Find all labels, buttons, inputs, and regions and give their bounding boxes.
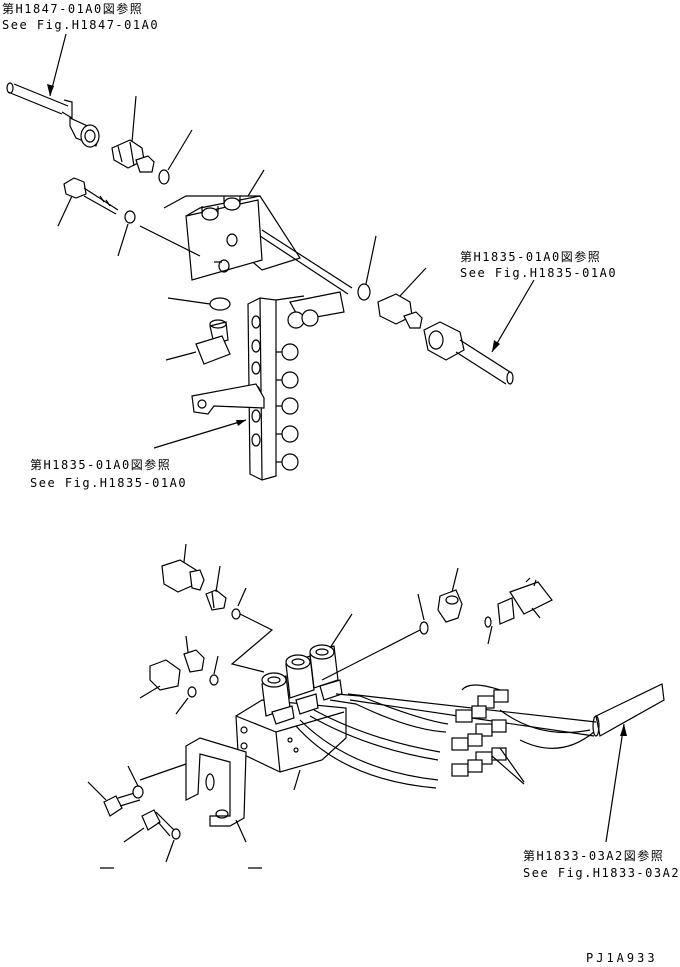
bolt-long xyxy=(63,177,119,215)
bracket-bottom xyxy=(185,737,247,827)
adapter-right xyxy=(377,293,423,329)
ref-bottom-right-jp: 第H1833-03A2図参照 xyxy=(523,849,665,863)
o-ring-b1 xyxy=(231,608,241,620)
washer-b2 xyxy=(171,828,181,840)
o-ring-2 xyxy=(357,283,371,301)
o-ring-b3 xyxy=(187,686,197,698)
washer-b1 xyxy=(132,785,144,799)
o-ring-b5 xyxy=(484,616,492,628)
elbow-bottom xyxy=(437,589,463,623)
adapter-bottom-1 xyxy=(205,589,227,611)
hose-left xyxy=(6,82,100,148)
ref-top-left-jp: 第H1847-01A0図参照 xyxy=(2,2,144,16)
ref-top-right-en: See Fig.H1835-01A0 xyxy=(460,266,618,280)
adapter-bottom-2 xyxy=(149,649,205,691)
adapter-top xyxy=(111,139,155,173)
sensor-connector-left xyxy=(161,559,205,593)
harness-connectors xyxy=(451,689,509,777)
o-ring-b2 xyxy=(209,674,219,686)
manifold-block xyxy=(139,195,353,295)
hose-right xyxy=(423,321,514,385)
washer-1 xyxy=(124,210,136,224)
ref-mid-left-en: See Fig.H1835-01A0 xyxy=(30,476,188,490)
distribution-bar xyxy=(247,291,345,481)
ref-bottom-right-en: See Fig.H1833-03A2 xyxy=(523,866,680,880)
solenoid-valve-block xyxy=(235,644,347,773)
o-ring-3 xyxy=(209,297,231,311)
bolt-b2 xyxy=(141,809,175,837)
ref-top-right-jp: 第H1835-01A0図参照 xyxy=(460,250,602,264)
o-ring-b4 xyxy=(419,621,429,635)
elbow-fitting xyxy=(195,319,231,365)
drawing-code: PJ1A933 xyxy=(586,951,658,965)
ref-top-left-en: See Fig.H1847-01A0 xyxy=(2,18,160,32)
ref-mid-left-jp: 第H1835-01A0図参照 xyxy=(30,458,172,472)
sensor-connector-right xyxy=(497,577,553,625)
bracket-top xyxy=(191,383,265,415)
o-ring-1 xyxy=(158,169,170,185)
